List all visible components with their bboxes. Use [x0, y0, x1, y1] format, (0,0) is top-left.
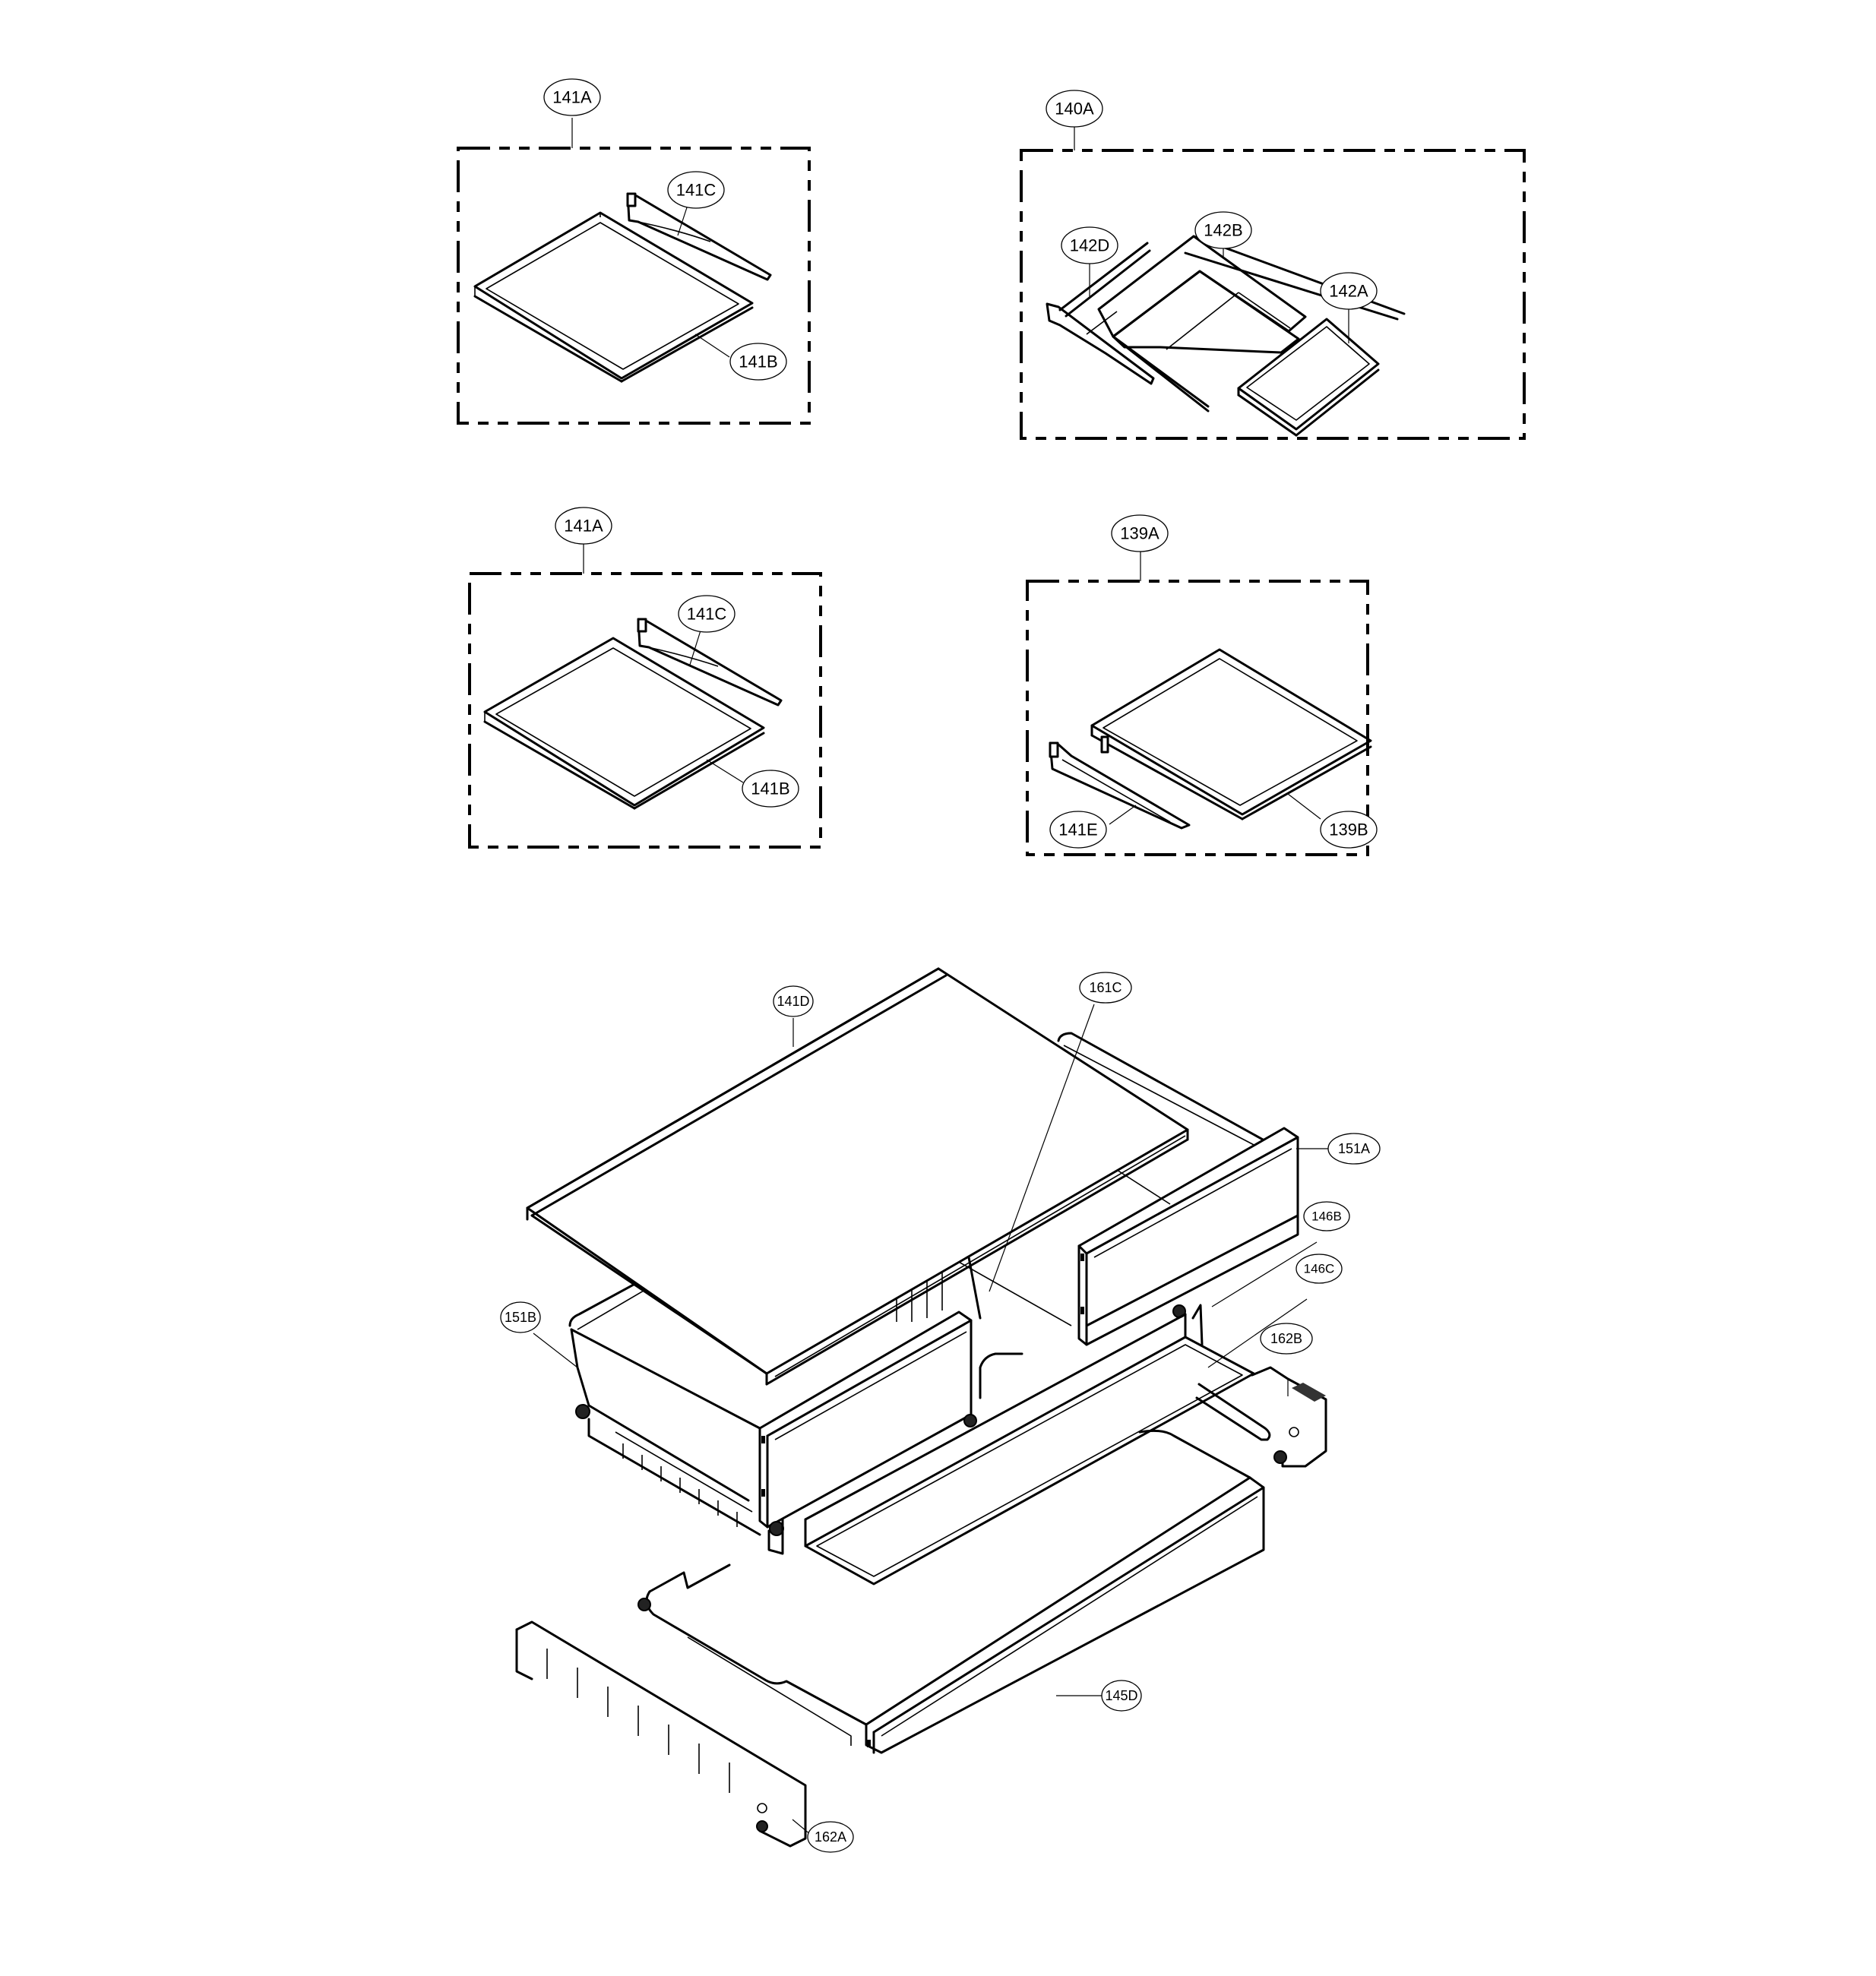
shelf-bracket-142D [1046, 242, 1155, 385]
callout-162A: 162A [807, 1821, 854, 1853]
callout-140A: 140A [1046, 90, 1103, 128]
assembly-group-141A-middle [468, 543, 822, 849]
callout-141C-middle: 141C [678, 595, 736, 633]
svg-text:145D: 145D [1105, 1688, 1137, 1703]
assembly-group-141A-top [457, 118, 811, 425]
glass-shelf-141B [483, 637, 765, 810]
svg-text:146B: 146B [1311, 1209, 1342, 1224]
callout-139B: 139B [1320, 811, 1378, 849]
glass-shelf-142A [1237, 318, 1380, 437]
svg-text:151B: 151B [505, 1310, 536, 1325]
callout-142B: 142B [1194, 211, 1252, 249]
callout-142A: 142A [1320, 272, 1378, 310]
end-cap-162B [1195, 1366, 1327, 1468]
callout-162B: 162B [1260, 1323, 1313, 1355]
crisper-tray-145D [637, 1429, 1265, 1754]
svg-text:141A: 141A [564, 517, 603, 536]
svg-text:141A: 141A [552, 88, 592, 107]
glass-shelf-141D [526, 967, 1189, 1386]
center-divider [896, 1256, 1023, 1427]
glass-shelf-141B [473, 211, 754, 383]
callout-151A: 151A [1327, 1133, 1381, 1165]
callout-141C-top: 141C [667, 171, 725, 209]
svg-text:162A: 162A [815, 1829, 846, 1845]
crisper-drawer-151A [957, 1032, 1299, 1346]
svg-text:161C: 161C [1089, 980, 1121, 995]
callout-141A-top: 141A [543, 78, 601, 116]
svg-text:142D: 142D [1070, 236, 1110, 255]
crisper-drawer-151B [568, 1256, 973, 1555]
callout-145D: 145D [1101, 1680, 1142, 1712]
assembly-group-139A [1026, 551, 1372, 856]
svg-text:141B: 141B [751, 779, 789, 798]
svg-text:151A: 151A [1338, 1141, 1370, 1156]
shelf-bracket-141C [637, 618, 783, 707]
end-cap-162A [515, 1620, 807, 1848]
crisper-drawer-assembly [515, 967, 1328, 1848]
callout-141B-middle: 141B [742, 770, 799, 808]
svg-text:141C: 141C [687, 605, 727, 624]
shelf-bracket-141E [1049, 741, 1191, 830]
svg-text:146C: 146C [1304, 1262, 1335, 1276]
callout-141A-middle: 141A [555, 507, 612, 545]
callout-141D: 141D [773, 985, 814, 1017]
callout-146C: 146C [1295, 1254, 1343, 1284]
callout-161C: 161C [1079, 972, 1132, 1004]
callout-141B-top: 141B [729, 343, 787, 381]
callout-139A: 139A [1111, 514, 1169, 552]
svg-text:141C: 141C [676, 181, 717, 200]
svg-text:142A: 142A [1329, 282, 1368, 301]
svg-text:141D: 141D [777, 994, 809, 1009]
callout-141E: 141E [1049, 811, 1107, 849]
callout-146B: 146B [1303, 1201, 1350, 1231]
callout-151B: 151B [500, 1301, 541, 1333]
svg-text:162B: 162B [1270, 1331, 1302, 1346]
svg-text:139B: 139B [1329, 820, 1368, 839]
assembly-group-140A [1020, 122, 1526, 440]
svg-text:141B: 141B [739, 353, 777, 371]
glass-shelf-139B [1090, 648, 1372, 820]
callout-142D: 142D [1061, 226, 1118, 264]
svg-text:139A: 139A [1120, 524, 1159, 543]
svg-text:142B: 142B [1204, 221, 1242, 240]
svg-text:140A: 140A [1055, 100, 1094, 119]
drawer-vent-grille [615, 1431, 753, 1527]
svg-text:141E: 141E [1058, 820, 1097, 839]
shelf-bracket-141C [626, 192, 772, 281]
